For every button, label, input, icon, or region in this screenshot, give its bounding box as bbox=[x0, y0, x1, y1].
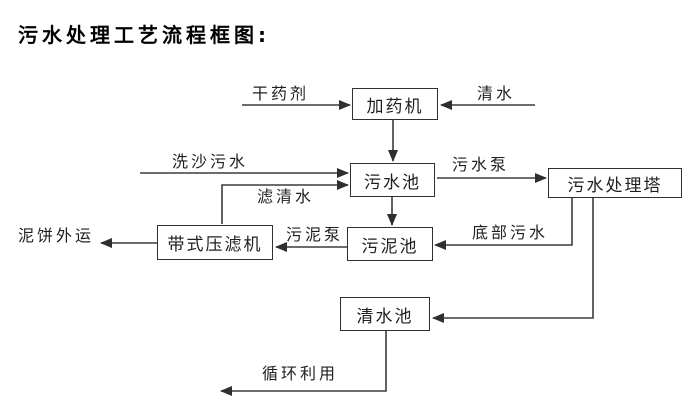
edge-label-dry-agent: 干药剂 bbox=[252, 84, 310, 103]
node-clear-water-pool: 清水池 bbox=[340, 297, 430, 331]
arrow-filtered-water-to-sewage-pool bbox=[221, 180, 349, 224]
edge-label-filtered-water: 滤清水 bbox=[257, 187, 315, 206]
node-sewage-treatment-tower: 污水处理塔 bbox=[548, 168, 682, 198]
node-dosing-machine: 加药机 bbox=[352, 88, 438, 120]
node-belt-filter-press: 带式压滤机 bbox=[157, 225, 273, 260]
edge-label-sand-washing-sewage: 洗沙污水 bbox=[172, 152, 249, 171]
edge-label-bottom-sewage: 底部污水 bbox=[472, 223, 549, 242]
edge-label-mud-cake-out: 泥饼外运 bbox=[18, 226, 95, 245]
diagram-title: 污水处理工艺流程框图: bbox=[18, 23, 270, 47]
edge-label-sludge-pump: 污泥泵 bbox=[286, 225, 344, 244]
arrow-clear-water-pool-to-recycling bbox=[220, 331, 387, 396]
edge-label-recycling: 循环利用 bbox=[262, 364, 339, 383]
edge-label-sewage-pump: 污水泵 bbox=[452, 155, 510, 174]
edge-label-clear-water: 清水 bbox=[477, 84, 516, 103]
node-sewage-pool: 污水池 bbox=[350, 163, 435, 197]
arrow-tower-to-clear-water-pool bbox=[432, 198, 594, 323]
node-sludge-pool: 污泥池 bbox=[347, 227, 433, 261]
arrow-bottom-sewage-to-sludge-pool bbox=[434, 198, 573, 250]
